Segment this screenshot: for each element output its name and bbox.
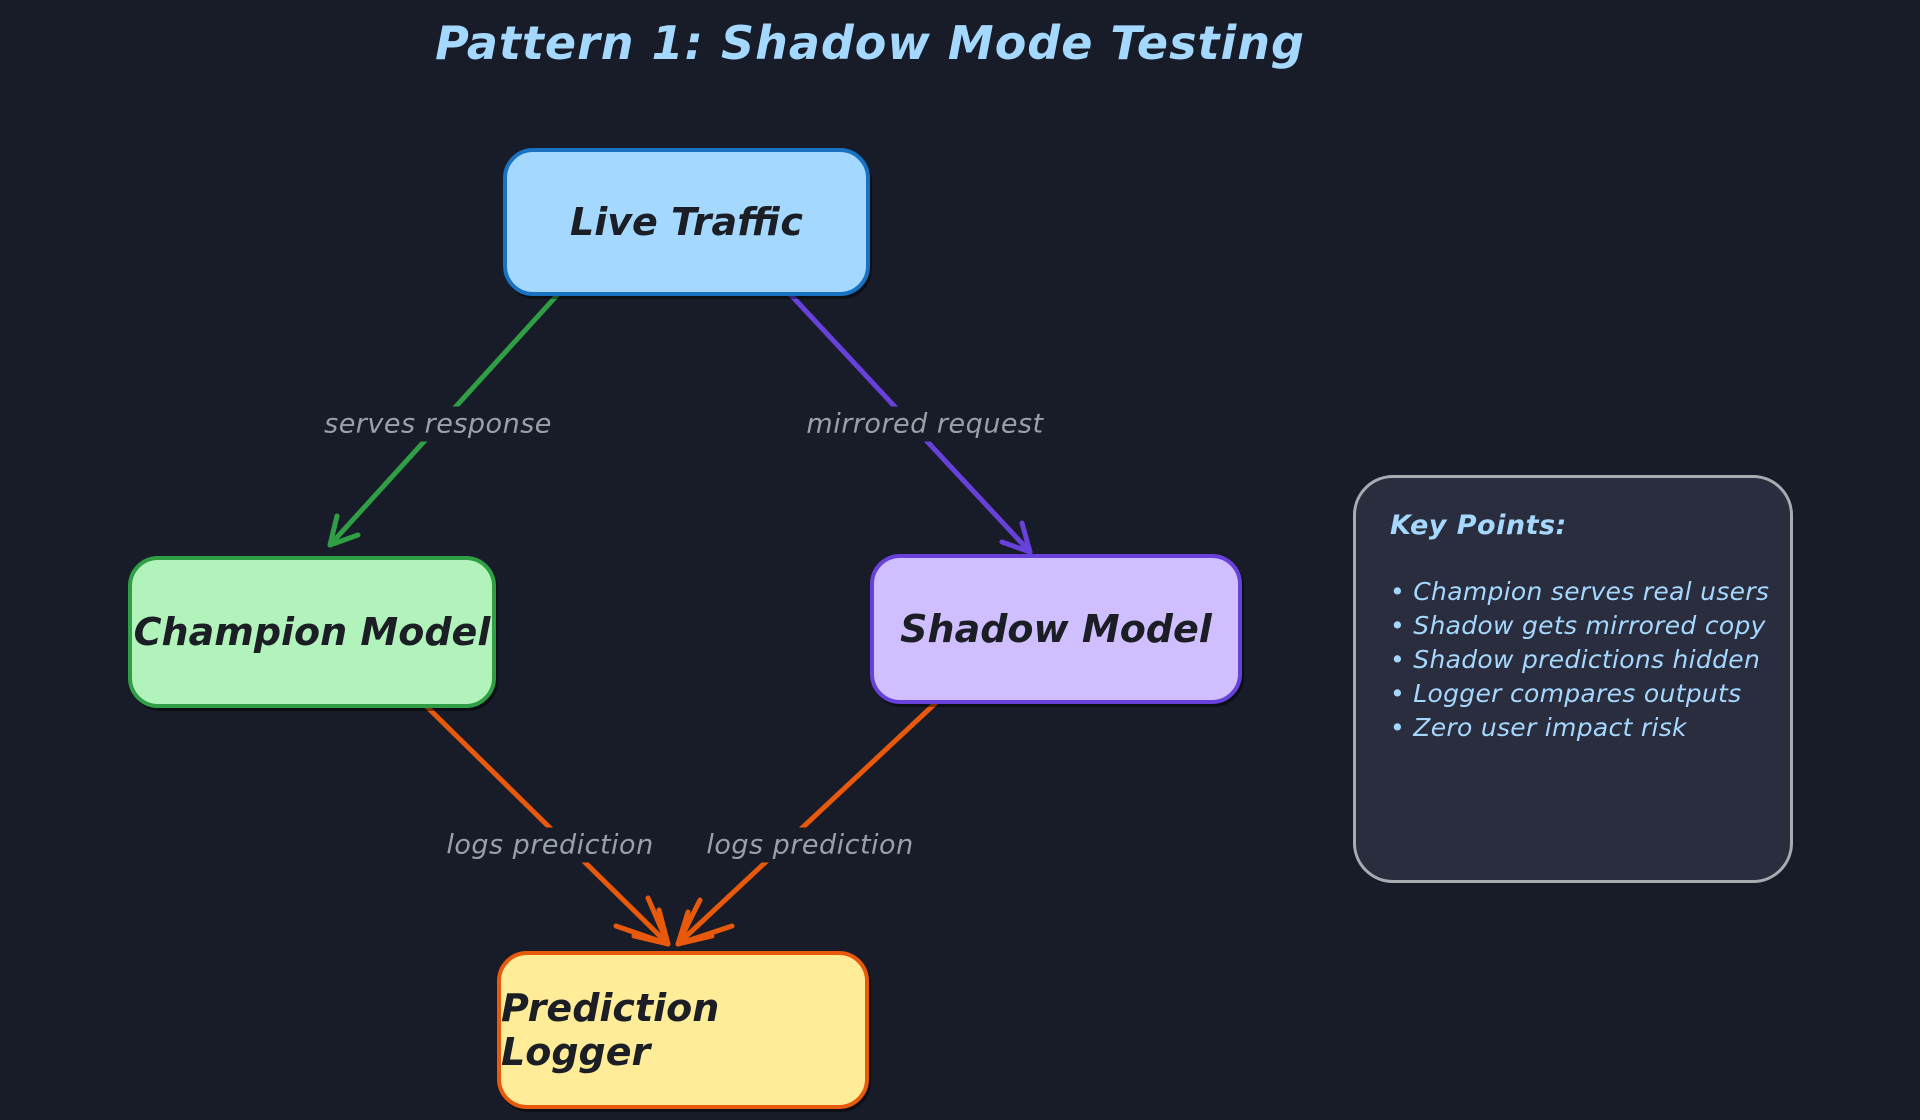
edge-label-logs-prediction-left: logs prediction [436,827,664,863]
diagram-title: Pattern 1: Shadow Mode Testing [435,16,1305,70]
key-points-list: Champion serves real users Shadow gets m… [1390,575,1769,745]
node-prediction-logger: Prediction Logger [497,951,869,1109]
node-prediction-logger-label: Prediction Logger [501,986,720,1074]
key-points-panel: Key Points: Champion serves real users S… [1353,475,1793,883]
edge-label-mirrored-request: mirrored request [796,406,1054,442]
node-champion-model-label: Champion Model [133,610,491,654]
key-point-item: Champion serves real users [1390,575,1769,609]
key-point-item: Zero user impact risk [1390,711,1756,745]
edge-logs-prediction-left [417,697,671,947]
key-points-title: Key Points: [1390,510,1567,541]
edge-label-serves-response: serves response [314,406,562,442]
node-live-traffic-label: Live Traffic [570,200,803,244]
node-shadow-model: Shadow Model [870,554,1242,704]
key-point-item: Shadow gets mirrored copy [1390,609,1765,643]
node-shadow-model-label: Shadow Model [900,607,1212,651]
edge-label-logs-prediction-right: logs prediction [696,827,924,863]
key-point-item: Logger compares outputs [1390,677,1756,711]
node-live-traffic: Live Traffic [503,148,870,296]
key-point-item: Shadow predictions hidden [1390,643,1759,677]
node-champion-model: Champion Model [128,556,496,708]
edge-logs-prediction-right [675,695,944,947]
